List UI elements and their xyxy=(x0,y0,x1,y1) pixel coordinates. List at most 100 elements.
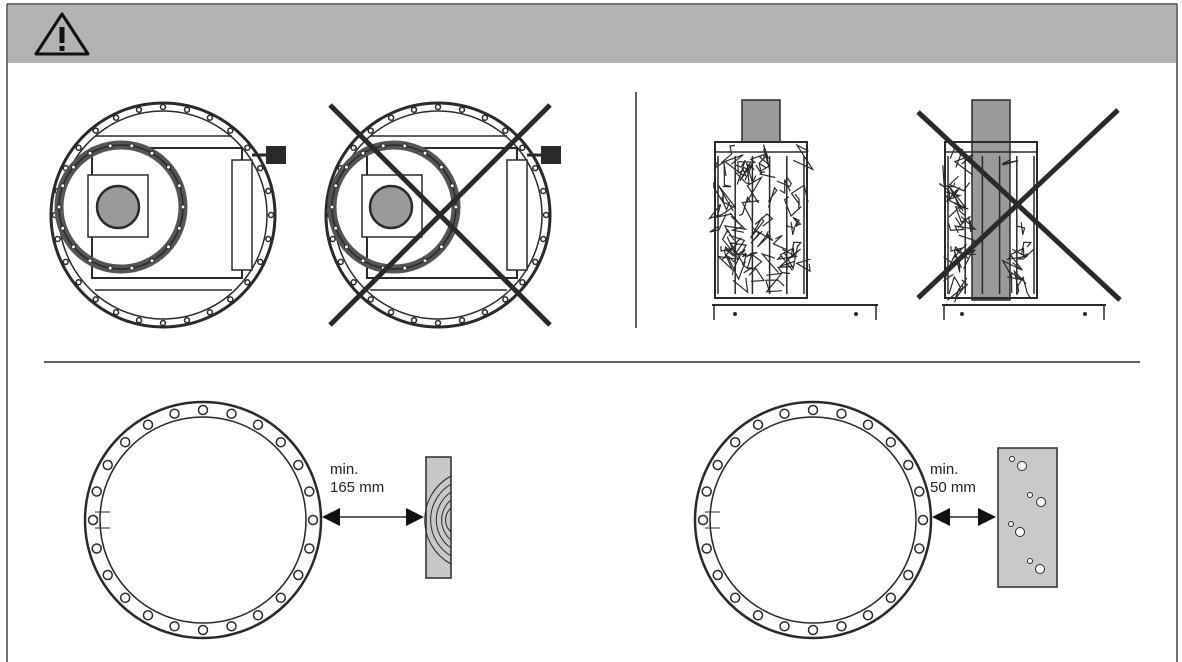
bolt-hole xyxy=(532,164,539,172)
bolt-hole xyxy=(344,164,349,170)
bolt-hole xyxy=(434,103,442,111)
bolt-hole xyxy=(129,265,135,271)
bolt-hole xyxy=(701,486,712,497)
bolt-hole xyxy=(142,610,154,621)
stove-ring-stone-clearance xyxy=(693,400,933,640)
bolt-hole xyxy=(885,436,897,448)
bolt-hole xyxy=(532,258,539,266)
bolt-hole xyxy=(712,569,723,581)
bolt-hole xyxy=(752,419,764,430)
bolt-hole xyxy=(257,258,264,266)
handle-icon xyxy=(527,146,561,164)
bolt-hole xyxy=(71,244,76,250)
bolt-hole xyxy=(169,621,180,632)
stove-top-view-correct xyxy=(49,101,286,329)
bolt-hole xyxy=(387,114,395,121)
bolt-hole xyxy=(410,106,418,113)
bolt-hole xyxy=(227,127,234,134)
stove-top-view-wrong xyxy=(324,101,561,329)
bolt-hole xyxy=(206,114,214,121)
bolt-hole xyxy=(87,514,99,526)
bolt-hole xyxy=(119,592,131,604)
bolt-hole xyxy=(183,106,191,113)
bolt-hole xyxy=(449,183,455,189)
bolt-hole xyxy=(149,150,155,156)
bolt-hole xyxy=(333,225,339,231)
bolt-hole xyxy=(293,459,304,471)
bolt-hole xyxy=(862,419,874,430)
bolt-hole xyxy=(159,103,167,111)
bolt-hole xyxy=(807,404,819,416)
bolt-hole xyxy=(62,258,69,266)
bolt-hole xyxy=(903,459,914,471)
bolt-hole xyxy=(107,143,113,149)
bolt-hole xyxy=(60,225,66,231)
bolt-hole xyxy=(75,279,82,286)
stone-cage-side-view-correct xyxy=(707,99,878,320)
bolt-hole xyxy=(176,225,182,231)
bolt-hole xyxy=(91,543,102,554)
bolt-hole xyxy=(180,204,186,210)
bolt-hole xyxy=(329,204,335,210)
bolt-hole xyxy=(540,235,547,243)
handle-icon xyxy=(252,146,286,164)
clearance-stone-label-line1: min. xyxy=(930,461,958,478)
bolt-hole xyxy=(129,143,135,149)
bolt-hole xyxy=(257,164,264,172)
bolt-hole xyxy=(862,610,874,621)
bolt-hole xyxy=(434,319,442,327)
bolt-hole xyxy=(380,143,386,149)
bolt-hole xyxy=(119,436,131,448)
bolt-hole xyxy=(91,486,102,497)
bolt-hole xyxy=(112,114,120,121)
bolt-hole xyxy=(275,436,287,448)
bolt-hole xyxy=(481,114,489,121)
bolt-hole xyxy=(60,183,66,189)
bolt-hole xyxy=(265,187,272,195)
warning-triangle-icon xyxy=(34,12,90,56)
bolt-hole xyxy=(519,144,526,151)
bolt-hole xyxy=(367,127,374,134)
bolt-hole xyxy=(807,624,819,636)
bolt-hole xyxy=(92,127,99,134)
bolt-hole xyxy=(502,296,509,303)
bolt-hole xyxy=(307,514,319,526)
bolt-hole xyxy=(439,244,444,250)
bolt-hole xyxy=(502,127,509,134)
bolt-hole xyxy=(387,309,395,316)
bolt-hole xyxy=(540,187,547,195)
bolt-hole xyxy=(914,486,925,497)
bolt-hole xyxy=(917,514,929,526)
bolt-hole xyxy=(87,150,93,156)
bolt-hole xyxy=(402,143,408,149)
bolt-hole xyxy=(712,459,723,471)
bolt-hole xyxy=(75,144,82,151)
bolt-hole xyxy=(885,592,897,604)
bolt-hole xyxy=(54,235,61,243)
bolt-hole xyxy=(752,610,764,621)
bolt-hole xyxy=(360,150,366,156)
bolt-hole xyxy=(206,309,214,316)
clearance-arrow-wood xyxy=(322,508,424,526)
bolt-hole xyxy=(729,592,741,604)
bolt-hole xyxy=(360,258,366,264)
clearance-stone-label-line2: 50 mm xyxy=(930,479,976,496)
bolt-hole xyxy=(779,621,790,632)
bolt-hole xyxy=(542,211,550,219)
bolt-hole xyxy=(197,404,209,416)
stone-cage-side-view-wrong xyxy=(916,99,1122,320)
bolt-hole xyxy=(197,624,209,636)
bolt-hole xyxy=(304,486,315,497)
bolt-hole xyxy=(337,258,344,266)
bolt-hole xyxy=(92,296,99,303)
bolt-hole xyxy=(226,621,237,632)
bolt-hole xyxy=(265,235,272,243)
bolt-hole xyxy=(729,436,741,448)
bolt-hole xyxy=(102,569,113,581)
bolt-hole xyxy=(350,144,357,151)
stone-wall-icon xyxy=(997,447,1058,588)
bolt-hole xyxy=(107,265,113,271)
bolt-hole xyxy=(329,235,336,243)
clearance-wood-label-line1: min. xyxy=(330,461,358,478)
